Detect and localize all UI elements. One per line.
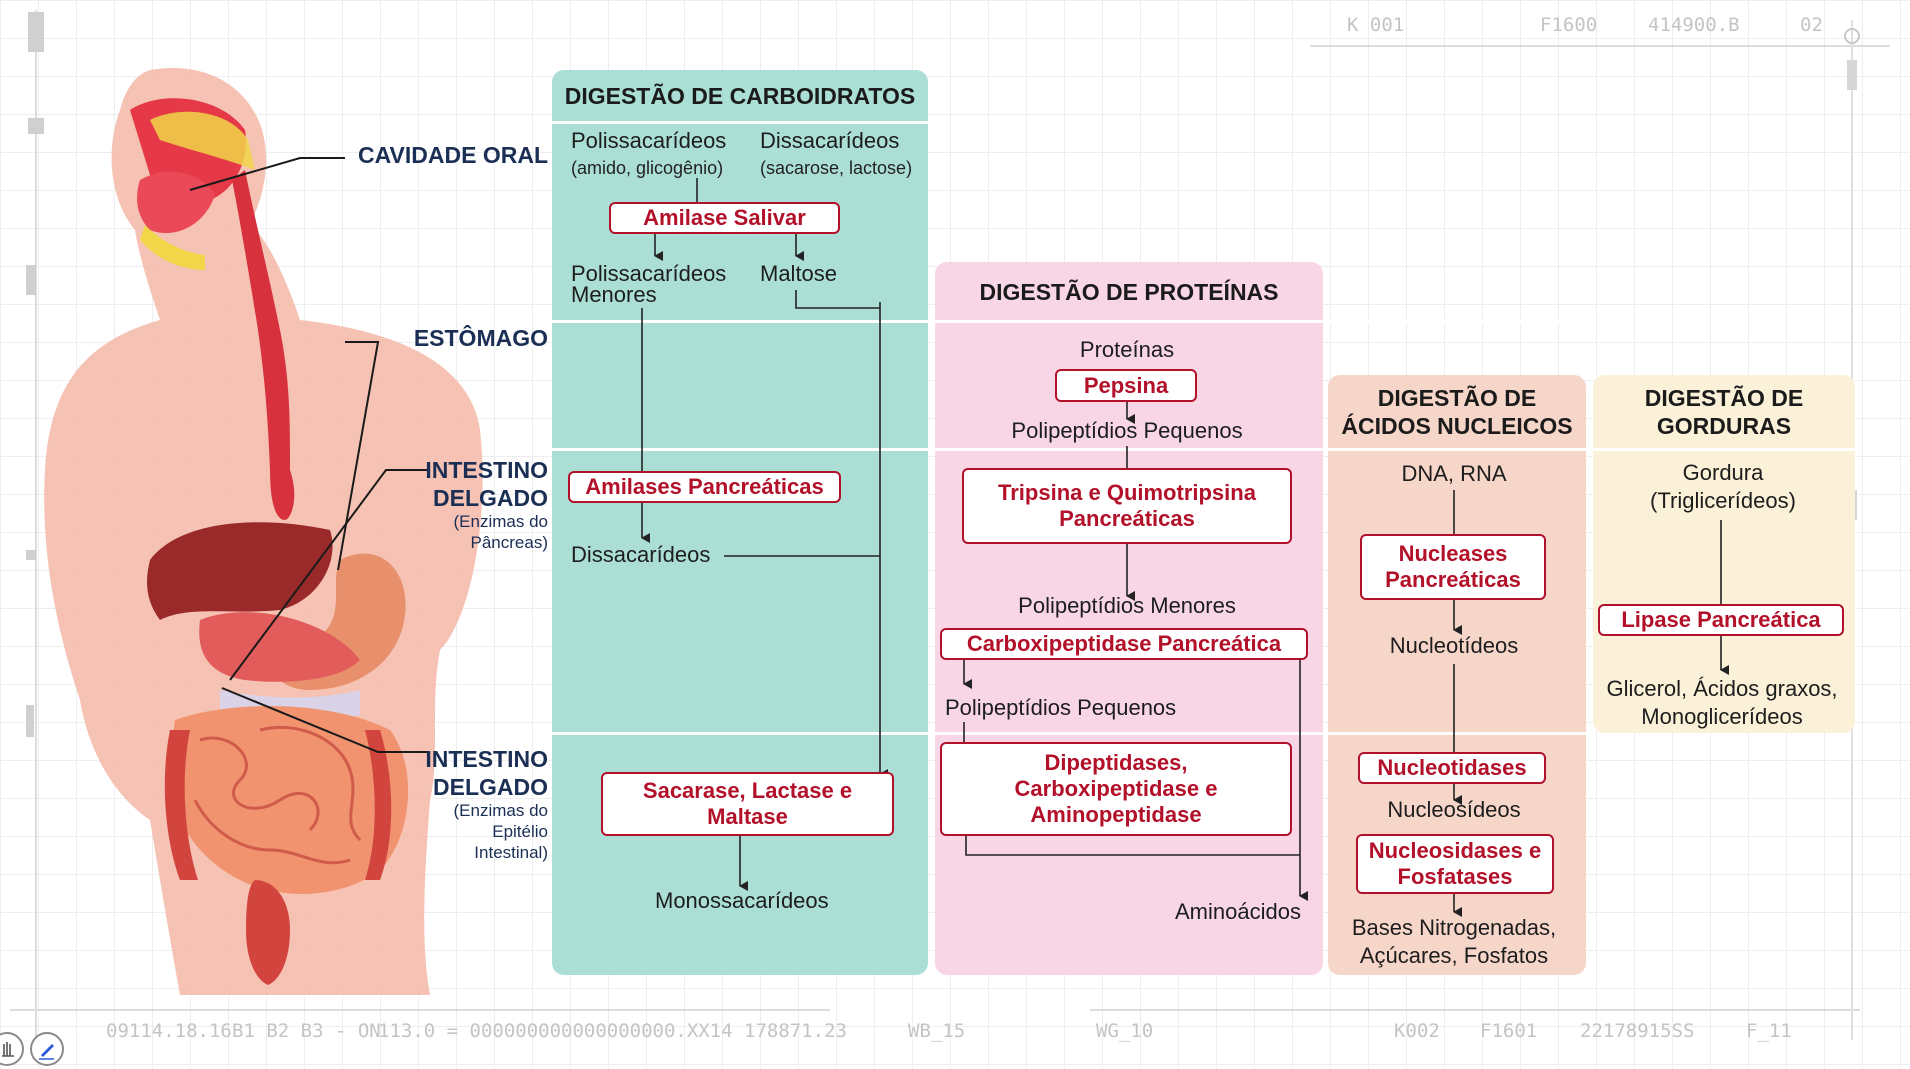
fat-title: DIGESTÃO DE GORDURAS	[1644, 385, 1804, 439]
enzyme-trypsin-chymotrypsin: Tripsina e Quimotripsina Pancreáticas	[962, 468, 1292, 544]
carb-disaccharides: Dissacarídeos	[760, 128, 900, 153]
protein-amino-acids: Aminoácidos	[1175, 899, 1301, 924]
nucleic-nucleosides: Nucleosídeos	[1387, 797, 1521, 822]
organ-label-small-intestine-pancreas: INTESTINO DELGADO	[425, 457, 548, 511]
tech-label-bottom-8: 22178915SS	[1580, 1020, 1695, 1042]
carb-title: DIGESTÃO DE CARBOIDRATOS	[564, 83, 916, 109]
organ-note-epithelium-enzymes: (Enzimas do Epitélio Intestinal)	[453, 801, 548, 862]
enzyme-pancreatic-carboxypeptidase: Carboxipeptidase Pancreática	[940, 628, 1308, 660]
tech-label-top-4: 02	[1800, 14, 1823, 36]
tech-label-bottom-5: WG_10	[1096, 1020, 1154, 1042]
row-separator-epithelium	[552, 732, 1586, 735]
organ-label-oral-cavity: CAVIDADE ORAL	[358, 142, 548, 168]
hand-tool-button[interactable]	[0, 1032, 24, 1066]
fat-triglycerides: Gordura (Triglicerídeos)	[1650, 460, 1796, 513]
tech-label-top-2: F1600	[1540, 14, 1598, 36]
protein-title: DIGESTÃO DE PROTEÍNAS	[979, 279, 1279, 305]
enzyme-dipeptidases: Dipeptidases, Carboxipeptidase e Aminope…	[940, 742, 1292, 836]
enzyme-pepsin: Pepsina	[1055, 369, 1197, 402]
protein-small-polypeptides-1: Polipeptídios Pequenos	[1011, 418, 1243, 443]
tech-label-top-1: K 001	[1347, 14, 1405, 36]
protein-proteins: Proteínas	[1079, 337, 1175, 362]
enzyme-nucleotidases: Nucleotidases	[1358, 752, 1546, 784]
nucleic-title: DIGESTÃO DE ÁCIDOS NUCLEICOS	[1341, 385, 1573, 439]
tech-label-bottom-1: 09114.18.16	[106, 1020, 232, 1042]
nucleic-dna-rna: DNA, RNA	[1401, 461, 1507, 486]
carb-title-separator	[552, 121, 928, 124]
digestive-system-illustration	[44, 68, 483, 996]
tech-label-top-3: 414900.B	[1648, 14, 1740, 36]
carb-smaller-polysaccharides: Polissacarídeos Menores	[571, 261, 727, 307]
carb-disaccharides-2: Dissacarídeos	[571, 542, 711, 567]
enzyme-pancreatic-amylases: Amilases Pancreáticas	[568, 471, 841, 503]
enzyme-nucleosidases-phosphatases: Nucleosidases e Fosfatases	[1356, 834, 1554, 894]
carb-monosaccharides: Monossacarídeos	[655, 888, 829, 913]
fat-products: Glicerol, Ácidos graxos, Monoglicerídeos	[1606, 676, 1838, 729]
tech-label-bottom-7: F1601	[1480, 1020, 1538, 1042]
row-separator-small-intestine	[552, 448, 1855, 451]
carb-polysaccharides-note: (amido, glicogênio)	[571, 158, 724, 178]
carb-polysaccharides: Polissacarídeos	[571, 128, 727, 153]
enzyme-pancreatic-lipase: Lipase Pancreática	[1598, 604, 1844, 636]
tech-label-bottom-9: F_11	[1746, 1020, 1792, 1042]
tech-label-bottom-2: B1 B2 B3 - ON	[232, 1020, 381, 1042]
organ-note-pancreas-enzymes: (Enzimas do Pâncreas)	[453, 512, 548, 552]
tech-label-bottom-3: 113.0 = 000000000000000000.XX14 178871.2…	[378, 1020, 847, 1042]
protein-lesser-polypeptides: Polipeptídios Menores	[1018, 593, 1236, 618]
organ-label-small-intestine-epithelium: INTESTINO DELGADO	[425, 746, 548, 800]
nucleic-bases-sugars-phosphates: Bases Nitrogenadas, Açúcares, Fosfatos	[1351, 915, 1557, 968]
nucleic-nucleotides: Nucleotídeos	[1389, 633, 1519, 658]
row-separator-stomach	[552, 320, 1586, 323]
protein-small-polypeptides-2: Polipeptídios Pequenos	[945, 695, 1177, 720]
enzyme-pancreatic-nucleases: Nucleases Pancreáticas	[1360, 534, 1546, 600]
hand-icon	[2, 1042, 14, 1057]
pen-icon	[39, 1044, 54, 1060]
enzyme-salivary-amylase: Amilase Salivar	[609, 202, 840, 234]
tech-label-bottom-4: WB_15	[908, 1020, 966, 1042]
organ-label-stomach: ESTÔMAGO	[413, 325, 548, 351]
pen-tool-button[interactable]	[30, 1032, 64, 1066]
tech-label-bottom-6: K002	[1394, 1020, 1440, 1042]
carb-maltose: Maltose	[760, 261, 838, 286]
carb-disaccharides-note: (sacarose, lactose)	[760, 158, 913, 178]
enzyme-sucrase-lactase-maltase: Sacarase, Lactase e Maltase	[601, 772, 894, 836]
